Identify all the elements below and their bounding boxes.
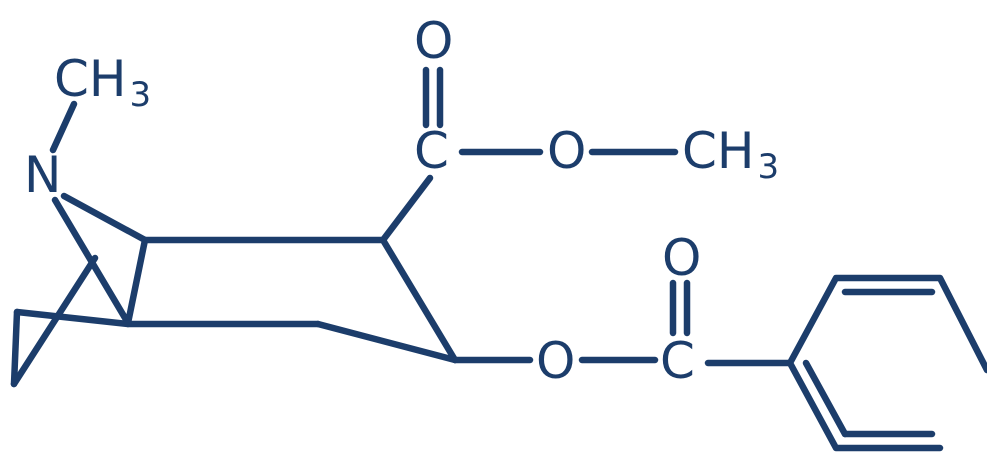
label-carbonyl-oxygen-top: O: [414, 12, 453, 70]
bond-n-methyl: [49, 100, 78, 154]
phenyl-inner-bond-left: [802, 359, 849, 438]
bond-c7-c6: [10, 308, 21, 388]
label-nitrogen: N: [24, 146, 61, 204]
label-benzoyl-oxygen: O: [536, 332, 575, 390]
label-ester-oxygen: O: [547, 122, 586, 180]
bond-c2-ester-carbon: [379, 174, 434, 244]
label-ester-carbon: C: [414, 122, 449, 180]
bonds: [10, 66, 987, 452]
label-ester-methyl: CH3: [682, 122, 779, 187]
bond-c3-c4: [314, 320, 459, 364]
label-benzoyl-carbonyl-oxygen: O: [662, 229, 701, 287]
bond-bridgehead-c7: [13, 308, 132, 328]
phenyl-ring: [786, 274, 987, 452]
bond-n-bridgehead-front: [60, 192, 149, 244]
label-n-methyl: CH3: [54, 50, 151, 115]
label-benzoyl-carbon: C: [660, 332, 695, 390]
bond-c6-bridge: [10, 254, 99, 388]
atom-labels: CH3 N O C O CH3 O O C: [24, 12, 779, 390]
bond-c2-c3: [379, 236, 459, 364]
bond-bridge-upper: [124, 236, 149, 327]
